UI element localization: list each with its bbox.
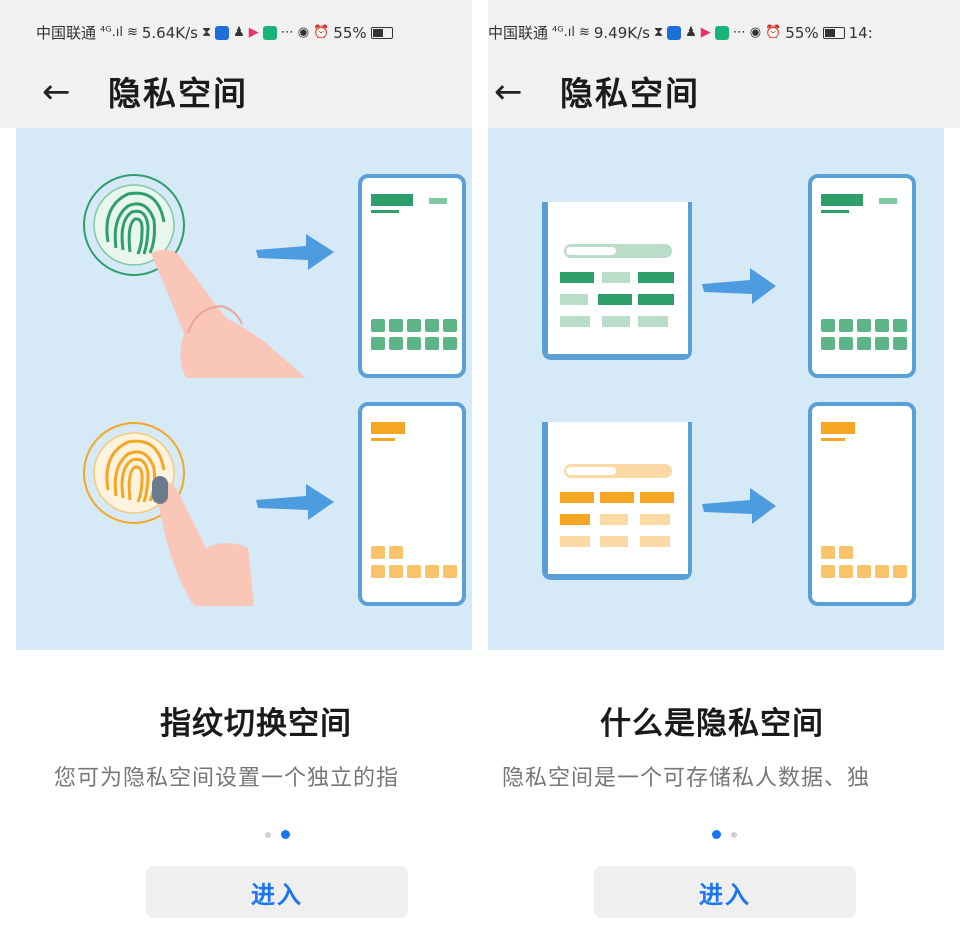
battery-icon	[370, 26, 393, 39]
more-notifications-icon: ⋯	[280, 25, 294, 40]
video-app-icon: ▶	[700, 25, 711, 40]
hand-pointing-icon	[151, 249, 306, 378]
page-description: 您可为隐私空间设置一个独立的指	[54, 766, 400, 791]
wifi-icon: ≋	[578, 25, 590, 40]
signal-icon: ⁴ᴳ.ıl	[552, 25, 575, 40]
alarm-icon: ⏰	[313, 25, 330, 40]
data-card	[542, 202, 692, 360]
status-bar: 中国联通 ⁴ᴳ.ıl ≋ 5.64K/s ⧗ ♟ ▶ ⋯ ◉ ⏰ 55%	[0, 0, 472, 62]
illustration-private-space	[488, 128, 944, 650]
arrow-right-icon	[256, 234, 334, 270]
status-bar: 中国联通 ⁴ᴳ.ıl ≋ 9.49K/s ⧗ ♟ ▶ ⋯ ◉ ⏰ 55% 14:	[488, 0, 960, 62]
hourglass-icon: ⧗	[201, 25, 212, 40]
phone-mockup	[808, 174, 916, 378]
network-speed: 9.49K/s	[593, 23, 650, 42]
back-button[interactable]: ←	[42, 72, 71, 112]
clock: 14:	[848, 23, 873, 42]
carrier-label: 中国联通	[36, 24, 97, 42]
data-card	[542, 422, 692, 580]
app-notification-icon	[667, 25, 682, 40]
eye-icon: ◉	[297, 25, 310, 40]
illustration-fingerprint-switch	[16, 128, 472, 650]
carrier-label: 中国联通	[488, 24, 549, 42]
phone-mockup	[808, 402, 916, 606]
app-bar: ← 隐私空间	[0, 62, 472, 128]
page-dot-active[interactable]	[712, 830, 721, 839]
qq-icon: ♟	[685, 25, 697, 40]
page-indicator	[265, 830, 290, 839]
page-headline: 什么是隐私空间	[600, 706, 824, 742]
page-title: 隐私空间	[560, 74, 700, 113]
arrow-right-icon	[702, 268, 776, 304]
enter-button[interactable]: 进入	[594, 866, 856, 918]
app-notification-icon	[215, 25, 230, 40]
more-notifications-icon: ⋯	[732, 25, 746, 40]
fingerprint-icon	[83, 174, 185, 276]
network-speed: 5.64K/s	[141, 23, 198, 42]
page-description: 隐私空间是一个可存储私人数据、独	[502, 766, 871, 791]
screenshot-divider	[472, 0, 488, 935]
arrow-right-icon	[256, 484, 334, 520]
arrow-right-icon	[702, 488, 776, 524]
gallery-app-icon	[714, 25, 729, 40]
wifi-icon: ≋	[126, 25, 138, 40]
hand-pointing-icon	[152, 476, 254, 606]
app-bar: ← 隐私空间	[488, 62, 960, 128]
enter-button[interactable]: 进入	[146, 866, 408, 918]
video-app-icon: ▶	[248, 25, 259, 40]
battery-icon	[822, 26, 845, 39]
gallery-app-icon	[262, 25, 277, 40]
screen-left: 中国联通 ⁴ᴳ.ıl ≋ 5.64K/s ⧗ ♟ ▶ ⋯ ◉ ⏰ 55% ← 隐…	[0, 0, 472, 935]
qq-icon: ♟	[233, 25, 245, 40]
page-dot-active[interactable]	[281, 830, 290, 839]
phone-mockup	[358, 402, 466, 606]
hourglass-icon: ⧗	[653, 25, 664, 40]
signal-icon: ⁴ᴳ.ıl	[100, 25, 123, 40]
battery-percent: 55%	[785, 23, 819, 42]
battery-percent: 55%	[333, 23, 367, 42]
alarm-icon: ⏰	[765, 25, 782, 40]
page-indicator	[712, 830, 737, 839]
eye-icon: ◉	[749, 25, 762, 40]
screen-right: 中国联通 ⁴ᴳ.ıl ≋ 9.49K/s ⧗ ♟ ▶ ⋯ ◉ ⏰ 55% 14:…	[488, 0, 960, 935]
back-button[interactable]: ←	[494, 72, 523, 112]
page-headline: 指纹切换空间	[160, 706, 352, 742]
page-dot[interactable]	[265, 831, 271, 838]
phone-mockup	[358, 174, 466, 378]
page-title: 隐私空间	[108, 74, 248, 113]
page-dot[interactable]	[731, 831, 737, 838]
